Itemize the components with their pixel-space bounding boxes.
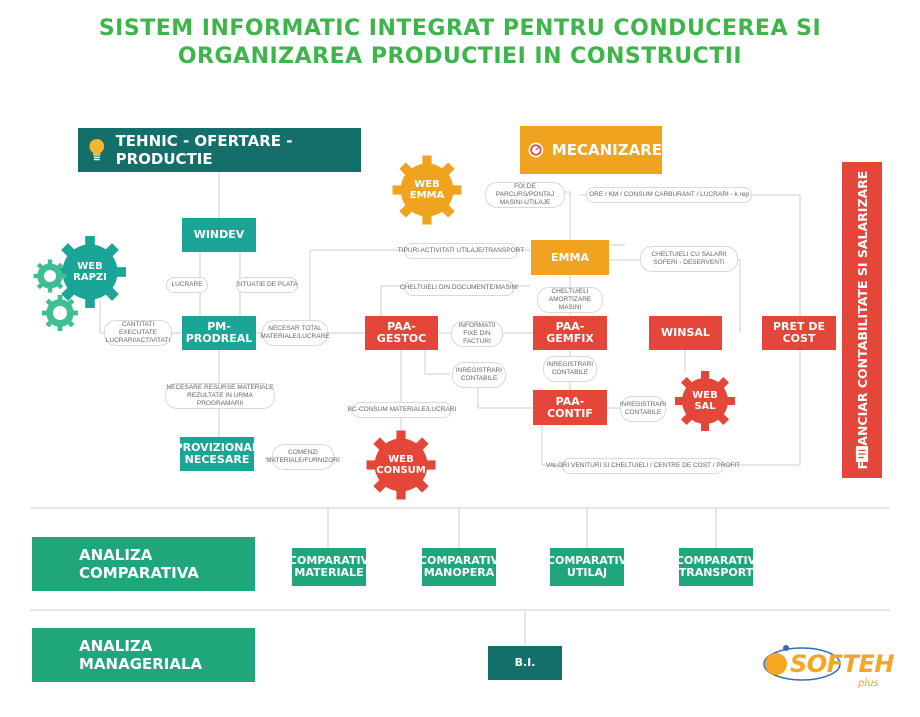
label-tipuri-activitati: TIPURI ACTIVITATI UTILAJE/TRANSPORT <box>398 243 524 259</box>
label-valori-venituri: VALORI VENITURI SI CHELTUIELI / CENTRE D… <box>546 458 740 474</box>
module-paa-gemfix[interactable]: PAA-GEMFIX <box>533 316 607 350</box>
label-comenzi: COMENZI MATERIALE/FURNIZORI <box>266 444 340 470</box>
module-comparativ-utilaj[interactable]: COMPARATIV UTILAJ <box>547 548 627 586</box>
analiza-manageriala-header: ANALIZA MANAGERIALA <box>32 628 255 682</box>
label-informatii-fixe: INFORMATII FIXE DIN FACTURI <box>451 321 503 347</box>
module-winsal[interactable]: WINSAL <box>649 316 722 350</box>
gear-web-emma[interactable]: WEB EMMA <box>409 179 445 201</box>
label-bc-consum: BC-CONSUM MATERIALE/LUCRARI <box>348 402 456 418</box>
module-windev[interactable]: WINDEV <box>182 218 256 252</box>
document-icon <box>855 446 869 462</box>
module-paa-gestoc[interactable]: PAA-GESTOC <box>365 316 438 350</box>
module-emma[interactable]: EMMA <box>531 240 609 275</box>
label-cheltuieli-amortizare: CHELTUIELI AMORTIZARE MASINI <box>537 287 603 313</box>
module-comparativ-materiale[interactable]: COMPARATIV MATERIALE <box>289 548 369 586</box>
label-ore-km: ORE / KM / CONSUM CARBURANT / LUCRARI - … <box>586 187 752 203</box>
gear-web-sal[interactable]: WEB SAL <box>692 390 718 412</box>
title-line2: ORGANIZAREA PRODUCTIEI IN CONSTRUCTII <box>177 44 743 69</box>
label-inregistrari-3: INREGISTRARI CONTABILE <box>620 396 666 422</box>
label-cantitati: CANTITATI EXECUTATE LUCRARI/ACTIVITATI <box>104 320 172 346</box>
module-aprovizionare[interactable]: APROVIZIONARE NECESARE <box>166 437 268 471</box>
title-line1: SISTEM INFORMATIC INTEGRAT PENTRU CONDUC… <box>98 16 822 41</box>
module-comparativ-transport[interactable]: COMPARATIV TRANSPORT <box>676 548 756 586</box>
analiza-manageriala-label: ANALIZA MANAGERIALA <box>79 637 203 673</box>
logo-name: SOFTEH <box>790 650 894 678</box>
module-paa-contif[interactable]: PAA-CONTIF <box>533 390 607 425</box>
label-cheltuieli-salarii: CHELTUIELI CU SALARII SOFERI - DESERVENT… <box>640 246 738 272</box>
module-bi[interactable]: B.I. <box>488 646 562 680</box>
label-situatie-plata: SITUATIE DE PLATA <box>236 277 298 293</box>
gauge-icon <box>528 142 544 158</box>
tehnic-header-label: TEHNIC - OFERTARE - PRODUCTIE <box>115 132 293 168</box>
gear-web-rapzi[interactable]: WEB RAPZI <box>73 261 107 283</box>
label-necesare-resurse: NECESARE RESURSE MATERIALE REZULTATE IN … <box>165 383 275 409</box>
gear-web-consum[interactable]: WEB CONSUM <box>376 454 426 476</box>
label-inregistrari-1: INREGISTRARI CONTABILE <box>452 362 506 388</box>
tehnic-header: TEHNIC - OFERTARE - PRODUCTIE <box>78 128 361 172</box>
label-inregistrari-2: INREGISTRARI CONTABILE <box>543 356 597 382</box>
softeh-logo: SOFTEH plus <box>756 638 896 698</box>
module-comparativ-manopera[interactable]: COMPARATIV MANOPERA <box>419 548 499 586</box>
mecanizare-header: MECANIZARE <box>520 126 662 174</box>
module-pm-prodreal[interactable]: PM-PRODREAL <box>182 316 256 350</box>
module-pret-de-cost[interactable]: PRET DE COST <box>762 316 836 350</box>
mecanizare-header-label: MECANIZARE <box>551 141 662 159</box>
label-necesar-total: NECESAR TOTAL MATERIALE/LUCRARE <box>260 320 330 346</box>
financiar-bar: FINANCIAR CONTABILITATE SI SALARIZARE <box>842 162 882 478</box>
label-foi-parcurs: FOI DE PARCURS/PONTAJ MASINI-UTILAJE <box>485 182 565 208</box>
analiza-comparativa-label: ANALIZA COMPARATIVA <box>79 546 199 582</box>
label-lucrare: LUCRARE <box>166 277 208 293</box>
label-cheltuieli-documente: CHELTUIELI DIN DOCUMENTE/MASINI <box>400 280 518 296</box>
lightbulb-icon <box>89 139 105 161</box>
logo-sub: plus <box>858 678 879 689</box>
analiza-comparativa-header: ANALIZA COMPARATIVA <box>32 537 255 591</box>
